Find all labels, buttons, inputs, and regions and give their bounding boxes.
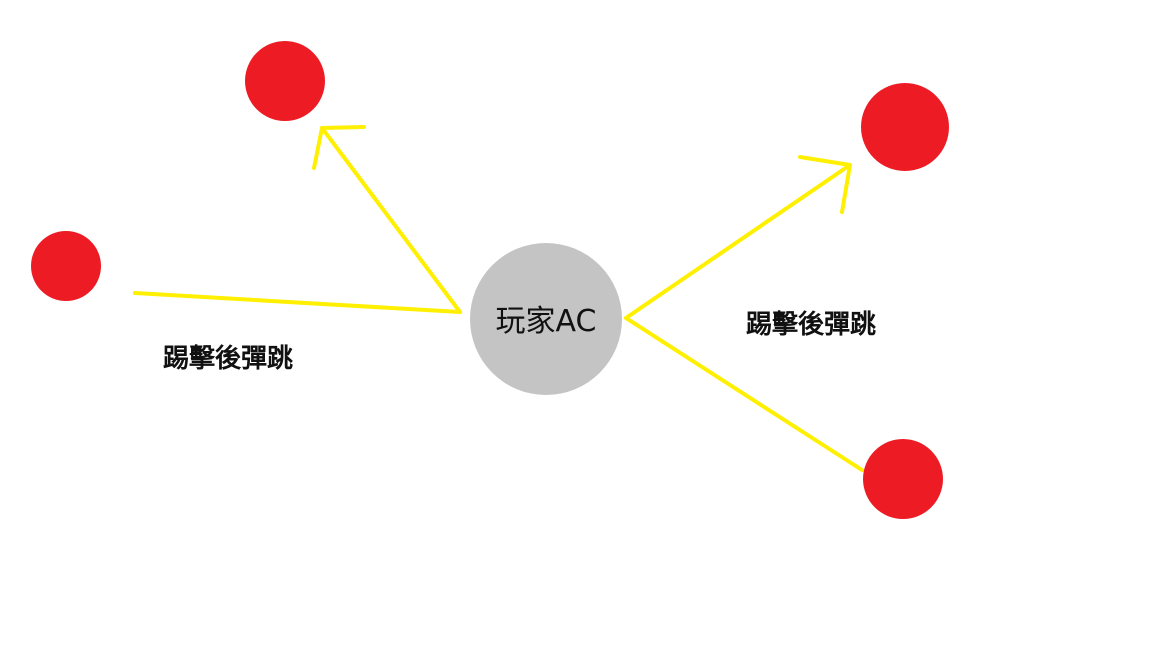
right-action-label: 踢擊後彈跳 [746,309,876,340]
player-circle [470,243,622,395]
ball-left [31,231,101,301]
ball-bottom-right [863,439,943,519]
right-path-outgoing [624,163,852,320]
left-path-outgoing [320,126,462,314]
right-arrowhead-icon [798,155,852,214]
left-path-incoming [133,291,462,314]
paths [133,125,864,472]
ball-top-right [861,83,949,171]
ball-top-left [245,41,325,121]
left-arrowhead-icon [312,125,366,170]
player-label: 玩家AC [496,304,597,339]
balls [31,41,949,519]
right-path-incoming [624,316,864,472]
left-action-label: 踢擊後彈跳 [163,343,293,374]
player: 玩家AC [470,243,622,395]
